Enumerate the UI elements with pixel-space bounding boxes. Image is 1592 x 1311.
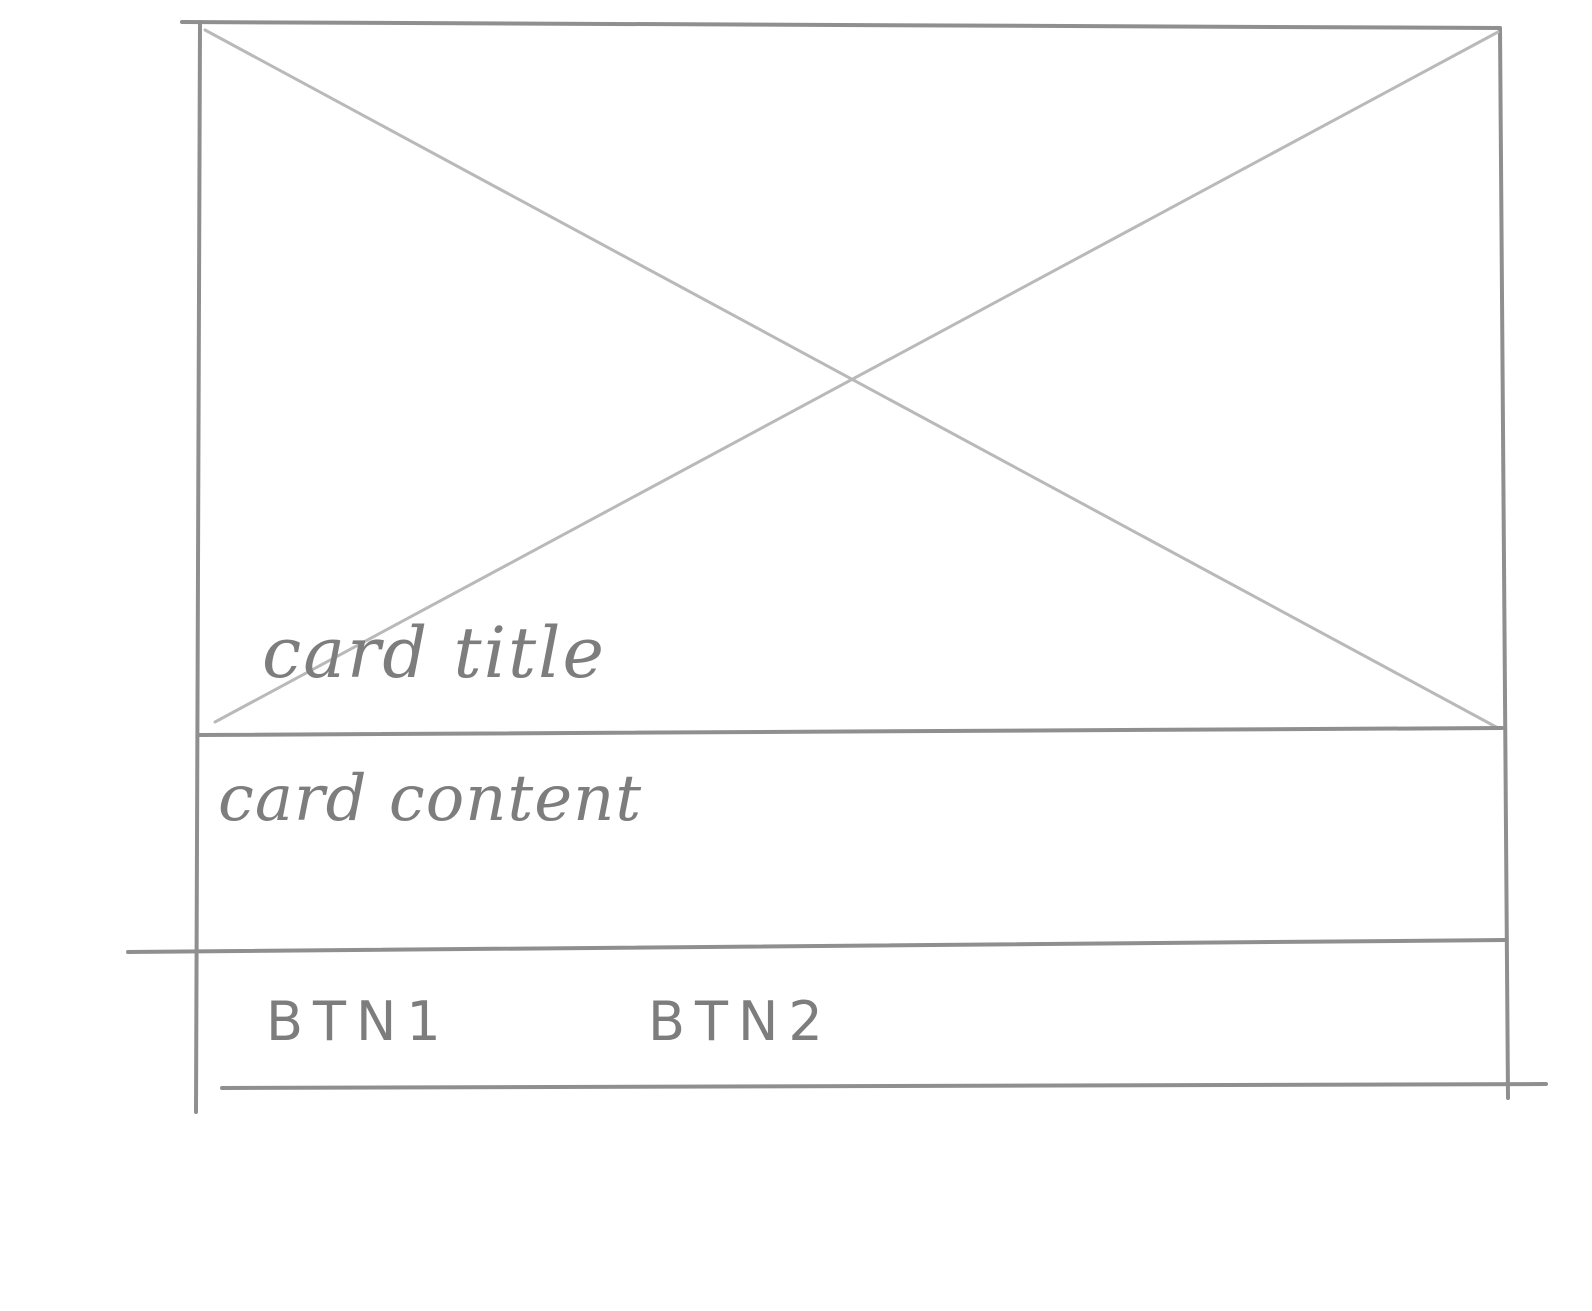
btn1-button[interactable]: BTN1 [266, 990, 451, 1053]
image-placeholder-icon [203, 28, 1500, 730]
card-title: card title [262, 612, 606, 694]
btn2-button[interactable]: BTN2 [648, 990, 833, 1053]
card-content: card content [218, 762, 643, 836]
